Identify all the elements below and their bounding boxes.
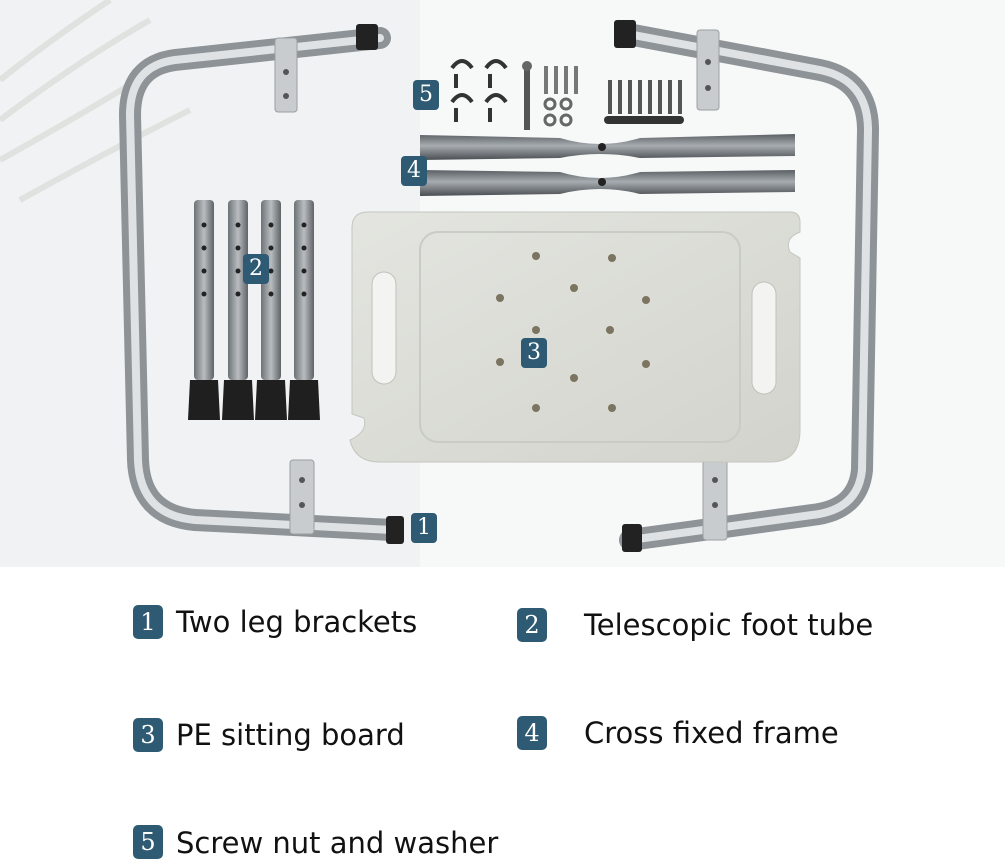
photo-badge-2: 2	[243, 254, 269, 284]
plant-leaves	[0, 0, 192, 203]
parts-illustration	[0, 0, 1005, 567]
legend-label-5: Screw nut and washer	[176, 826, 499, 860]
photo-badge-1: 1	[411, 513, 437, 543]
legend-badge-1: 1	[133, 605, 163, 639]
legend-label-4: Cross fixed frame	[584, 716, 839, 750]
legend-badge-5: 5	[133, 825, 163, 859]
pe-sitting-board	[349, 211, 801, 463]
legend-label-3: PE sitting board	[176, 718, 405, 752]
photo-badge-4: 4	[401, 156, 427, 186]
screw-nut-washer-set	[450, 59, 684, 130]
foot-tube-1	[188, 200, 220, 420]
foot-tube-4	[288, 200, 320, 420]
legend-badge-3: 3	[133, 718, 163, 752]
legend-label-1: Two leg brackets	[176, 605, 418, 639]
foot-tube-3	[255, 200, 287, 420]
right-leg-bracket	[614, 20, 880, 552]
legend-label-2: Telescopic foot tube	[584, 608, 874, 642]
product-parts-photo: 5 4 2 3 1	[0, 0, 1005, 567]
photo-badge-5: 5	[413, 80, 439, 110]
telescopic-foot-tubes	[188, 200, 320, 420]
photo-badge-3: 3	[521, 338, 547, 368]
cross-fixed-frame	[420, 134, 795, 196]
foot-tube-2	[222, 200, 254, 420]
legend-badge-4: 4	[517, 716, 547, 750]
left-leg-bracket	[118, 24, 404, 544]
legend-badge-2: 2	[517, 608, 547, 642]
